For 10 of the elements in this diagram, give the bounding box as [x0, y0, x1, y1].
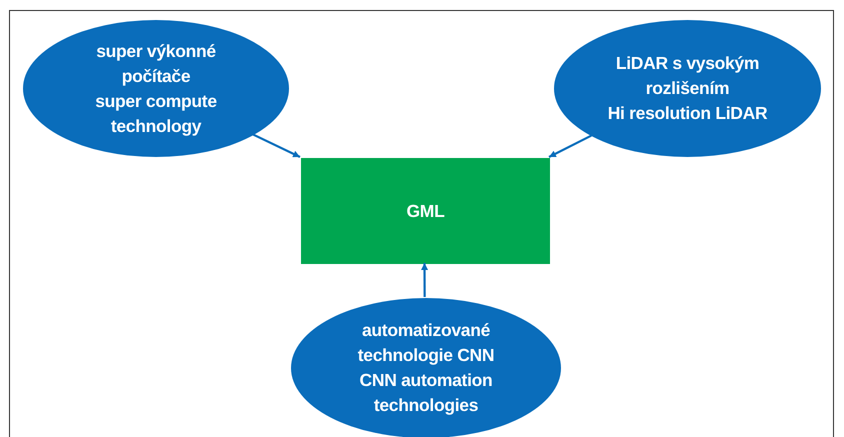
arrow	[252, 133, 300, 158]
node-text: automatizované technologie CNN	[356, 319, 496, 367]
arrow	[548, 134, 592, 158]
node-text: GML	[406, 200, 444, 222]
node-text: super compute technology	[94, 90, 218, 138]
node-text: CNN automation technologies	[358, 369, 494, 417]
process-box	[301, 158, 550, 264]
node-text: LiDAR s vysokým rozlišením	[614, 52, 760, 100]
arrow	[421, 263, 428, 297]
node-text: Hi resolution LiDAR	[608, 102, 768, 125]
